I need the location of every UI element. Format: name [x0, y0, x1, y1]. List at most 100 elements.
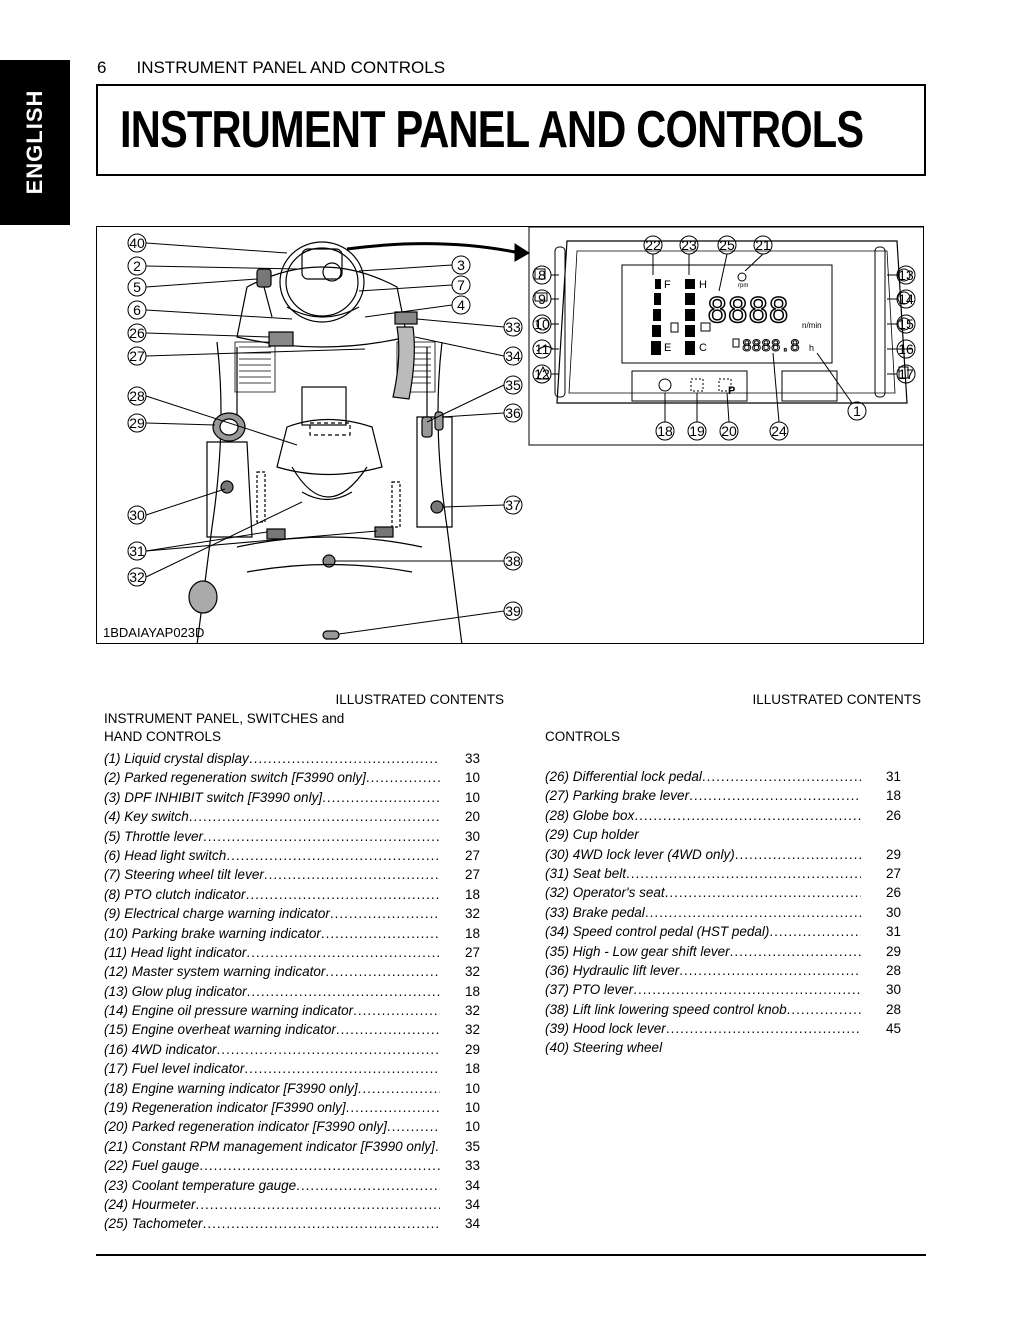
title-box: INSTRUMENT PANEL AND CONTROLS [96, 84, 926, 176]
leader-dots [196, 1197, 440, 1212]
callout-38: 38 [505, 553, 521, 569]
contents-item: (34) Speed control pedal (HST pedal)31 [545, 924, 901, 943]
lcd-callouts: 8 9 10 11 12 22 23 25 21 13 14 15 16 17 … [532, 235, 916, 441]
contents-item: (4) Key switch20 [104, 809, 480, 828]
callout-3: 3 [457, 257, 465, 273]
contents-item-label: (36) Hydraulic lift lever [545, 962, 680, 978]
contents-item-page: 33 [464, 1158, 480, 1174]
callout-37: 37 [505, 497, 521, 513]
lcd-panel: F E H C rpm n/min h 8888 8888.8 [528, 227, 923, 446]
contents-item-label: (30) 4WD lock lever (4WD only) [545, 846, 735, 862]
contents-item: (26) Differential lock pedal31 [545, 769, 901, 788]
contents-item-label: (28) Globe box [545, 807, 635, 823]
callout-1: 1 [853, 403, 861, 419]
callout-4: 4 [457, 297, 465, 313]
right-section-title: CONTROLS [545, 729, 621, 744]
page-title: INSTRUMENT PANEL AND CONTROLS [120, 101, 864, 159]
callout-11: 11 [535, 341, 550, 357]
leader-dots [199, 1158, 440, 1173]
contents-item-page: 26 [885, 807, 901, 823]
callout-7: 7 [457, 277, 465, 293]
lcd-rpm-unit: rpm [738, 283, 748, 289]
contents-item-page: 29 [885, 943, 901, 959]
callout-8: 8 [538, 267, 546, 283]
contents-item-label: (27) Parking brake lever [545, 788, 690, 804]
leader-dots [244, 1061, 440, 1076]
leader-dots [321, 926, 440, 941]
contents-item-label: (6) Head light switch [104, 847, 227, 863]
callout-21: 21 [755, 237, 771, 253]
lcd-temp-hot: H [699, 279, 707, 291]
contents-item-label: (19) Regeneration indicator [F3990 only] [104, 1100, 346, 1116]
contents-item: (32) Operator's seat26 [545, 885, 901, 904]
contents-item-page: 34 [464, 1196, 480, 1212]
contents-item: (8) PTO clutch indicator18 [104, 887, 480, 906]
contents-item-label: (16) 4WD indicator [104, 1041, 217, 1057]
contents-item-label: (23) Coolant temperature gauge [104, 1177, 297, 1193]
contents-item: (14) Engine oil pressure warning indicat… [104, 1003, 480, 1022]
contents-item-page: 18 [464, 983, 480, 999]
leader-dots [689, 788, 861, 803]
leader-dots [249, 751, 440, 766]
contents-item-page: 10 [464, 1100, 480, 1116]
contents-item: (35) High - Low gear shift lever29 [545, 944, 901, 963]
contents-item: (18) Engine warning indicator [F3990 onl… [104, 1081, 480, 1100]
contents-item-label: (34) Speed control pedal (HST pedal) [545, 924, 770, 940]
contents-item: (36) Hydraulic lift lever 28 [545, 963, 901, 982]
contents-item: (28) Globe box 26 [545, 808, 901, 827]
contents-item-label: (20) Parked regeneration indicator [F399… [104, 1119, 387, 1135]
callout-24: 24 [771, 423, 787, 439]
leader-dots [358, 1081, 440, 1096]
contents-item-page: 10 [464, 789, 480, 805]
callout-33: 33 [505, 319, 521, 335]
contents-item-page: 32 [464, 1003, 480, 1019]
contents-item-page: 30 [464, 828, 480, 844]
contents-item: (22) Fuel gauge33 [104, 1158, 480, 1177]
contents-item: (33) Brake pedal30 [545, 905, 901, 924]
callout-2: 2 [133, 258, 141, 274]
right-contents-column: ILLUSTRATED CONTENTS CONTROLS (26) Diffe… [545, 692, 945, 1060]
contents-item-label: (25) Tachometer [104, 1216, 203, 1232]
svg-text:P: P [728, 385, 735, 397]
contents-item: (27) Parking brake lever18 [545, 788, 901, 807]
tractor-drawing [188, 241, 463, 643]
instrument-panel-figure: 40 2 5 6 26 27 28 29 30 31 32 3 7 4 33 3… [96, 226, 924, 644]
contents-item-page: 28 [885, 962, 901, 978]
contents-item-page: 18 [464, 886, 480, 902]
contents-item-label: (7) Steering wheel tilt lever [104, 867, 264, 883]
contents-item-page: 20 [464, 809, 480, 825]
lcd-nmin-unit: n/min [802, 321, 822, 330]
left-contents-column: ILLUSTRATED CONTENTS INSTRUMENT PANEL, S… [104, 692, 504, 1236]
contents-item-page: 27 [464, 847, 480, 863]
leader-dots [665, 885, 861, 900]
contents-item-page: 30 [885, 982, 901, 998]
leader-dots [626, 866, 861, 881]
right-item-list: (26) Differential lock pedal31(27) Parki… [545, 769, 945, 1060]
callout-18: 18 [657, 423, 673, 439]
leader-dots [634, 808, 861, 823]
callout-30: 30 [129, 507, 145, 523]
contents-item-page: 35 [464, 1138, 480, 1154]
leader-dots [336, 1022, 440, 1037]
contents-item-label: (29) Cup holder [545, 827, 639, 843]
contents-item-label: (2) Parked regeneration switch [F3990 on… [104, 770, 366, 786]
contents-item: (38) Lift link lowering speed control kn… [545, 1002, 901, 1021]
lcd-fuel-full: F [664, 279, 671, 291]
contents-item-page: 27 [885, 865, 901, 881]
callout-23: 23 [681, 237, 697, 253]
callout-31: 31 [129, 543, 145, 559]
contents-item: (30) 4WD lock lever (4WD only)29 [545, 847, 901, 866]
left-item-list: (1) Liquid crystal display33(2) Parked r… [104, 751, 504, 1236]
callout-36: 36 [505, 405, 521, 421]
contents-item-page: 34 [464, 1177, 480, 1193]
contents-item-page: 26 [885, 885, 901, 901]
leader-dots [735, 847, 861, 862]
contents-item-page: 31 [885, 769, 901, 784]
callout-20: 20 [721, 423, 737, 439]
contents-item-label: (24) Hourmeter [104, 1196, 196, 1212]
contents-item: (24) Hourmeter 34 [104, 1197, 480, 1216]
leader-dots [702, 769, 861, 784]
mid-callouts: 3 7 4 33 34 35 36 37 38 39 [335, 242, 530, 635]
leader-dots [264, 867, 440, 882]
contents-item: (40) Steering wheel [545, 1040, 901, 1059]
